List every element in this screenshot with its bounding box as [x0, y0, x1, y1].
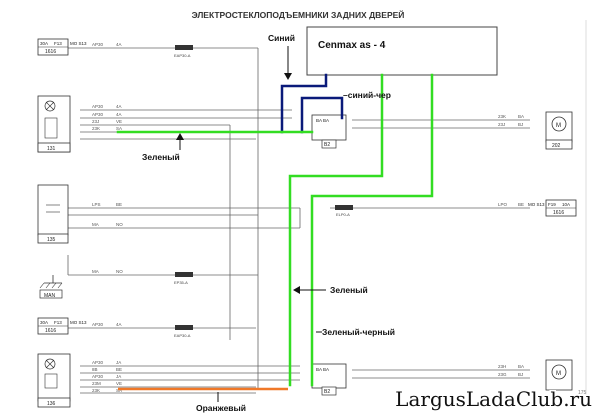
svg-text:4A: 4A [116, 112, 122, 117]
svg-text:SA: SA [116, 388, 122, 393]
green-wires [116, 73, 434, 387]
svg-text:B2: B2 [324, 142, 330, 148]
svg-text:4A: 4A [116, 42, 122, 47]
svg-text:MAN: MAN [44, 293, 56, 299]
svg-text:MA: MA [92, 222, 99, 227]
svg-text:EAP30-A: EAP30-A [174, 53, 191, 58]
watermark: LargusLadaClub.ru [395, 387, 592, 411]
inline-connectors: EAP30-A EAP30-A EP35-A ELP0-A [174, 45, 353, 338]
svg-text:AP30: AP30 [92, 104, 104, 109]
annotation-zeleny-mid: Зеленый [330, 285, 368, 295]
svg-text:23J: 23J [498, 122, 505, 127]
switch-bottom: 136 [37, 353, 71, 408]
svg-text:BJ: BJ [518, 372, 523, 377]
svg-text:1616: 1616 [45, 328, 56, 334]
relay-left: 135 [37, 184, 69, 244]
svg-text:AP30: AP30 [92, 360, 104, 365]
svg-text:MO S13: MO S13 [70, 320, 87, 325]
wire-codes: AP30 4A AP30 4A AP30 4A 23J VE 23K SA LPS BE M… [92, 42, 524, 393]
svg-text:BE: BE [116, 202, 122, 207]
svg-text:MO S13: MO S13 [528, 202, 545, 207]
connector-b2-top: BA BA B2 [311, 114, 347, 149]
svg-text:23K: 23K [92, 388, 100, 393]
annotation-siniy: Синий [268, 33, 295, 43]
fuse-top: 30A F13 1616 MO S13 [37, 38, 87, 56]
annotation-oranzhevy: Оранжевый [196, 403, 246, 413]
svg-text:MA: MA [92, 269, 99, 274]
svg-text:NO: NO [116, 222, 123, 227]
connector-b2-bottom: BA BA B2 [311, 363, 347, 396]
svg-text:LPS: LPS [92, 202, 101, 207]
svg-text:AP30: AP30 [92, 42, 104, 47]
svg-text:30A: 30A [40, 320, 48, 325]
svg-text:NO: NO [116, 269, 123, 274]
svg-text:23K: 23K [498, 114, 506, 119]
svg-text:VE: VE [116, 381, 122, 386]
annotation-siniy-cher: –синий-чер [343, 90, 391, 100]
svg-text:JA: JA [116, 360, 121, 365]
svg-text:AP30: AP30 [92, 112, 104, 117]
page-number: 175 [578, 390, 587, 396]
svg-text:SA: SA [116, 126, 122, 131]
module-label: Cenmax as - 4 [318, 40, 386, 51]
switch-top: 131 [37, 95, 71, 153]
svg-text:10A: 10A [562, 202, 570, 207]
arrowhead-zeleny-top [176, 133, 184, 140]
fuse-bottom: 30A F13 1616 MO S13 [37, 317, 87, 335]
svg-text:4A: 4A [116, 104, 122, 109]
svg-text:23H: 23H [498, 364, 506, 369]
module-box [306, 26, 498, 76]
svg-text:23G: 23G [498, 372, 507, 377]
svg-text:23K: 23K [92, 126, 100, 131]
svg-text:M: M [556, 123, 561, 129]
svg-text:F13: F13 [54, 320, 62, 325]
svg-text:EP35-A: EP35-A [174, 280, 188, 285]
svg-text:F19: F19 [548, 202, 556, 207]
svg-text:F13: F13 [54, 41, 62, 46]
motor-top: M 202 [545, 111, 573, 150]
svg-text:MO S13: MO S13 [70, 41, 87, 46]
svg-text:4A: 4A [116, 322, 122, 327]
svg-text:23J: 23J [92, 119, 99, 124]
blue-wires [280, 73, 344, 134]
arrowhead-zeleny-mid [293, 286, 300, 294]
svg-text:8B: 8B [92, 367, 98, 372]
annotation-zeleny-top: Зеленый [142, 152, 180, 162]
svg-text:135: 135 [47, 237, 56, 243]
svg-text:BA: BA [518, 364, 524, 369]
svg-text:30A: 30A [40, 41, 48, 46]
diagram-title: ЭЛЕКТРОСТЕКЛОПОДЪЕМНИКИ ЗАДНИХ ДВЕРЕЙ [192, 9, 405, 20]
arrowhead-siniy [284, 73, 292, 80]
svg-text:131: 131 [47, 146, 56, 152]
svg-text:1616: 1616 [45, 49, 56, 55]
annotation-zeleny-cherny: Зеленый-черный [322, 327, 395, 337]
svg-text:202: 202 [552, 143, 561, 149]
svg-text:JA: JA [116, 374, 121, 379]
svg-text:LPO: LPO [498, 202, 508, 207]
svg-text:BA: BA [518, 114, 524, 119]
svg-text:ELP0-A: ELP0-A [336, 212, 350, 217]
svg-text:BA BA: BA BA [316, 367, 329, 372]
svg-text:EAP30-A: EAP30-A [174, 333, 191, 338]
svg-text:BE: BE [518, 202, 524, 207]
svg-text:B2: B2 [324, 389, 330, 395]
fuse-right: F19 10A 1616 MO S13 [528, 199, 577, 217]
grey-wires [67, 47, 530, 394]
svg-text:AP30: AP30 [92, 374, 104, 379]
svg-text:AP30: AP30 [92, 322, 104, 327]
svg-text:BA BA: BA BA [316, 118, 329, 123]
svg-text:23M: 23M [92, 381, 101, 386]
svg-text:136: 136 [47, 401, 56, 407]
svg-text:M: M [556, 371, 561, 377]
svg-text:VE: VE [116, 119, 122, 124]
svg-text:BJ: BJ [518, 122, 523, 127]
svg-text:BE: BE [116, 367, 122, 372]
svg-text:1616: 1616 [553, 210, 564, 216]
ground: MAN [39, 275, 63, 299]
motor-bottom: M [545, 359, 573, 391]
